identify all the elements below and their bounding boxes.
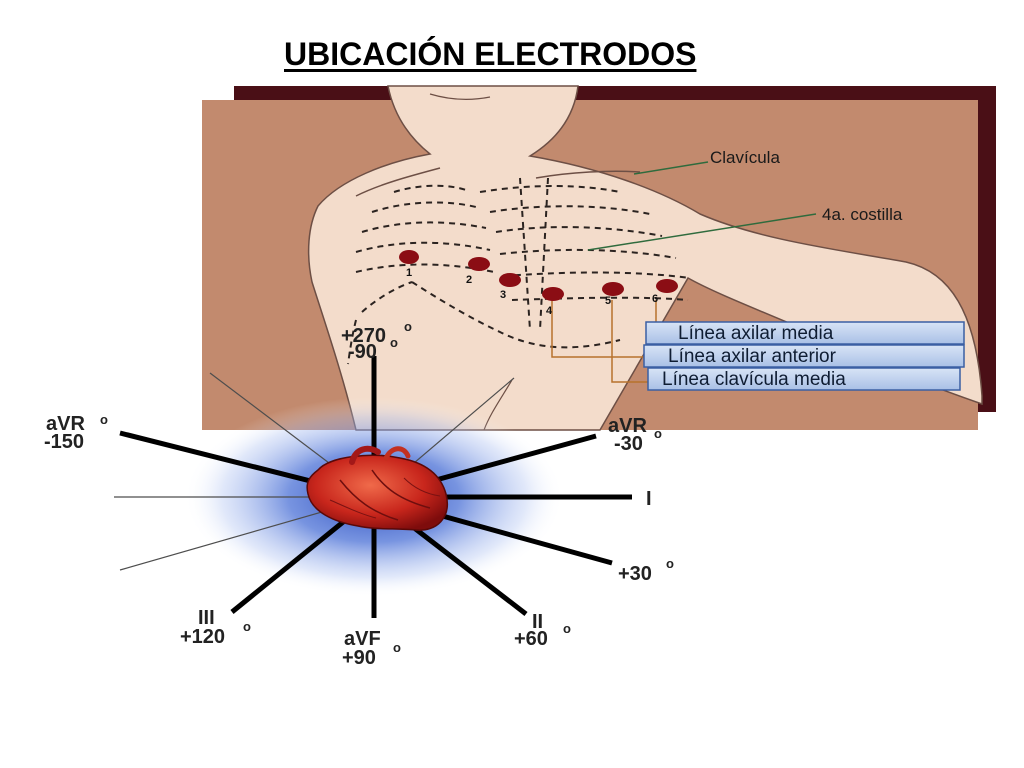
electrode-label-3: 3 [500, 289, 506, 301]
lead-iii-angle: +120 [180, 626, 225, 648]
degree-mark: o [666, 556, 674, 571]
box-axilar-media [645, 321, 965, 345]
collarbone-right [535, 170, 641, 179]
lead-plus30-angle: +30 [618, 563, 652, 585]
degree-mark: o [393, 640, 401, 655]
lead-avf-name: aVF [344, 628, 381, 650]
label-axilar-media: Línea axilar media [678, 323, 834, 344]
line-label-boxes: Línea axilar media Línea axilar anterior… [643, 321, 965, 391]
torso-illustration: 1 2 3 4 5 6 Clavícula 4a. costilla Línea… [202, 85, 996, 431]
lead-avr-left-name: aVR [46, 413, 85, 435]
lead-ii-name: II [532, 611, 543, 633]
electrodes [399, 250, 678, 301]
hexaxial-lead-system: +270 o -90 o aVR -150 o aVR -30 o I +30 … [44, 319, 674, 669]
heart-icon [306, 445, 448, 531]
degree-mark: o [563, 621, 571, 636]
lead-avr-right-angle: -30 [614, 433, 643, 455]
lead-i-name: I [646, 488, 652, 510]
collarbone-left [355, 167, 441, 197]
lead-avr-left-angle: -150 [44, 431, 84, 453]
box-clavicula-media [647, 367, 961, 391]
degree-mark: o [243, 619, 251, 634]
electrode-numbers: 1 2 3 4 5 6 [406, 267, 658, 317]
degree-mark: o [654, 426, 662, 441]
electrode-label-6: 6 [652, 293, 658, 305]
electrode-label-2: 2 [466, 274, 472, 286]
neck-fold [429, 93, 491, 100]
degree-mark: o [390, 335, 398, 350]
label-clavicula-media: Línea clavícula media [662, 369, 846, 390]
lead-avf-angle: +90 [342, 647, 376, 669]
lead-labels: +270 o -90 o aVR -150 o aVR -30 o I +30 … [44, 319, 674, 669]
lead-avr-right-name: aVR [608, 415, 647, 437]
box-axilar-anterior [643, 344, 965, 368]
electrode-label-1: 1 [406, 267, 412, 279]
fourth-rib-label: 4a. costilla [822, 205, 903, 224]
degree-mark: o [404, 319, 412, 334]
label-axilar-anterior: Línea axilar anterior [668, 346, 837, 367]
lead-top-angle: +270 [341, 325, 386, 347]
electrode-label-5: 5 [605, 295, 611, 307]
page-title: UBICACIÓN ELECTRODOS [284, 36, 697, 72]
electrode-v6 [656, 279, 678, 293]
lead-iii-name: III [198, 607, 215, 629]
lead-ii-angle: +60 [514, 628, 548, 650]
ribcage [347, 177, 691, 365]
electrode-v3 [499, 273, 521, 287]
electrode-v4 [542, 287, 564, 301]
degree-mark: o [100, 412, 108, 427]
electrode-v5 [602, 282, 624, 296]
electrode-label-4: 4 [546, 305, 553, 317]
clavicle-label: Clavícula [710, 148, 780, 167]
lead-top-alt: -90 [348, 341, 377, 363]
electrode-v2 [468, 257, 490, 271]
electrode-v1 [399, 250, 419, 264]
